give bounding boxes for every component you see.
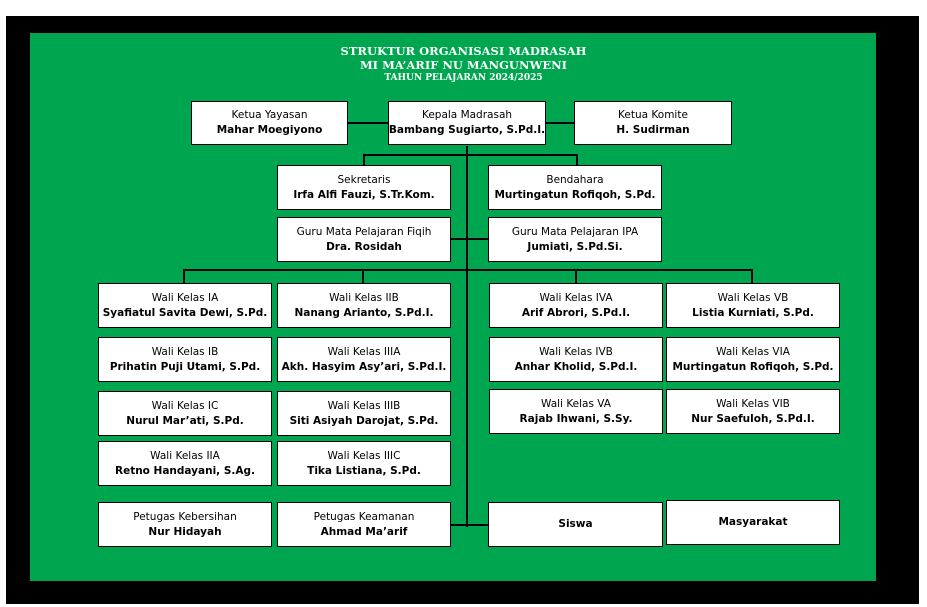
box-role: Wali Kelas IIB [329,291,399,304]
connector-bendahara-drop [576,154,578,166]
box-role: Wali Kelas IVB [539,345,613,358]
box-person: Anhar Kholid, S.Pd.I. [514,360,638,373]
box-person: Jumiati, S.Pd.Si. [527,240,623,253]
box-person: Arif Abrori, S.Pd.I. [521,306,631,319]
box-sekretaris: Sekretaris Irfa Alfi Fauzi, S.Tr.Kom. [277,165,451,210]
box-role: Wali Kelas IA [151,291,219,304]
box-person: Murtingatun Rofiqoh, S.Pd. [672,360,834,373]
box-label: Siswa [558,518,593,530]
box-role: Wali Kelas IIIC [327,449,401,462]
connector-wali-col2-drop [362,269,364,284]
box-role: Wali Kelas IIIA [327,345,401,358]
connector-main-trunk [466,146,468,527]
box-kepala-madrasah: Kepala Madrasah Bambang Sugiarto, S.Pd.I… [388,101,546,145]
connector-staff-bar [363,154,578,156]
box-person: Syafiatul Savita Dewi, S.Pd. [102,306,268,319]
title-line-1: STRUKTUR ORGANISASI MADRASAH [340,44,587,58]
box-wali-kelas: Wali Kelas VIA Murtingatun Rofiqoh, S.Pd… [666,337,840,382]
box-role: Wali Kelas IB [151,345,219,358]
box-role: Petugas Keamanan [313,510,415,523]
box-role: Wali Kelas VA [541,397,611,410]
box-label: Masyarakat [718,516,788,528]
box-masyarakat: Masyarakat [666,500,840,545]
connector-kepala-komite [545,122,575,124]
box-wali-kelas: Wali Kelas VIB Nur Saefuloh, S.Pd.I. [666,389,840,434]
box-wali-kelas: Wali Kelas VB Listia Kurniati, S.Pd. [666,283,840,328]
box-role: Ketua Yayasan [231,109,308,121]
title-line-2: MI MA’ARIF NU MANGUNWENI [359,58,568,72]
connector-fiqih [450,238,467,240]
box-wali-kelas: Wali Kelas IIB Nanang Arianto, S.Pd.I. [277,283,451,328]
box-person: Tika Listiana, S.Pd. [307,464,421,477]
connector-wali-col4-drop [751,269,753,284]
box-role: Wali Kelas VIB [716,397,790,410]
box-person: Irfa Alfi Fauzi, S.Tr.Kom. [293,188,435,201]
box-wali-kelas: Wali Kelas IC Nurul Mar’ati, S.Pd. [98,391,272,436]
box-wali-kelas: Wali Kelas IIA Retno Handayani, S.Ag. [98,441,272,486]
box-person: Retno Handayani, S.Ag. [114,464,256,477]
box-role: Wali Kelas IIIB [327,399,401,412]
box-role: Ketua Komite [618,109,688,121]
box-guru-ipa: Guru Mata Pelajaran IPA Jumiati, S.Pd.Si… [488,217,662,262]
box-petugas-keamanan: Petugas Keamanan Ahmad Ma’arif [277,502,451,547]
box-person: Nur Hidayah [148,525,222,538]
box-person: Nanang Arianto, S.Pd.I. [294,306,434,319]
box-person: Listia Kurniati, S.Pd. [692,306,814,319]
box-wali-kelas: Wali Kelas IA Syafiatul Savita Dewi, S.P… [98,283,272,328]
box-wali-kelas: Wali Kelas VA Rajab Ihwani, S.Sy. [489,389,663,434]
box-person: Bambang Sugiarto, S.Pd.I. [388,124,546,136]
box-role: Bendahara [546,173,604,186]
box-role: Sekretaris [337,173,391,186]
box-person: Dra. Rosidah [326,240,402,253]
box-person: Prihatin Puji Utami, S.Pd. [109,360,261,373]
box-role: Wali Kelas IIA [150,449,220,462]
box-person: Akh. Hasyim Asy’ari, S.Pd.I. [281,360,447,373]
box-person: Nurul Mar’ati, S.Pd. [126,414,244,427]
box-wali-kelas: Wali Kelas IB Prihatin Puji Utami, S.Pd. [98,337,272,382]
box-siswa: Siswa [488,502,663,547]
box-person: Mahar Moegiyono [216,124,323,136]
box-role: Wali Kelas VB [717,291,789,304]
box-person: Rajab Ihwani, S.Sy. [519,412,633,425]
box-role: Wali Kelas IC [151,399,219,412]
box-wali-kelas: Wali Kelas IIIB Siti Asiyah Darojat, S.P… [277,391,451,436]
box-ketua-komite: Ketua Komite H. Sudirman [574,101,732,145]
connector-siswa [467,524,489,526]
box-wali-kelas: Wali Kelas IVB Anhar Kholid, S.Pd.I. [489,337,663,382]
connector-sekretaris-drop [363,154,365,166]
title-line-3: TAHUN PELAJARAN 2024/2025 [384,73,543,83]
connector-wali-col3-drop [575,269,577,284]
box-wali-kelas: Wali Kelas IIIC Tika Listiana, S.Pd. [277,441,451,486]
box-ketua-yayasan: Ketua Yayasan Mahar Moegiyono [191,101,348,145]
box-role: Wali Kelas VIA [716,345,790,358]
box-wali-kelas: Wali Kelas IIIA Akh. Hasyim Asy’ari, S.P… [277,337,451,382]
connector-wali-bar [183,269,753,271]
connector-ipa [467,238,489,240]
box-person: Nur Saefuloh, S.Pd.I. [691,412,815,425]
box-role: Guru Mata Pelajaran IPA [511,225,639,238]
box-guru-fiqih: Guru Mata Pelajaran Fiqih Dra. Rosidah [277,217,451,262]
box-wali-kelas: Wali Kelas IVA Arif Abrori, S.Pd.I. [489,283,663,328]
box-role: Wali Kelas IVA [539,291,613,304]
box-person: Ahmad Ma’arif [320,525,408,538]
box-role: Petugas Kebersihan [133,510,237,523]
box-role: Kepala Madrasah [421,109,513,121]
box-petugas-kebersihan: Petugas Kebersihan Nur Hidayah [98,502,272,547]
connector-keamanan [450,524,467,526]
box-bendahara: Bendahara Murtingatun Rofiqoh, S.Pd. [488,165,662,210]
box-role: Guru Mata Pelajaran Fiqih [296,225,432,238]
box-person: H. Sudirman [616,124,690,136]
box-person: Murtingatun Rofiqoh, S.Pd. [494,188,656,201]
connector-yayasan-kepala [347,122,389,124]
connector-wali-col1-drop [183,269,185,284]
box-person: Siti Asiyah Darojat, S.Pd. [289,414,439,427]
